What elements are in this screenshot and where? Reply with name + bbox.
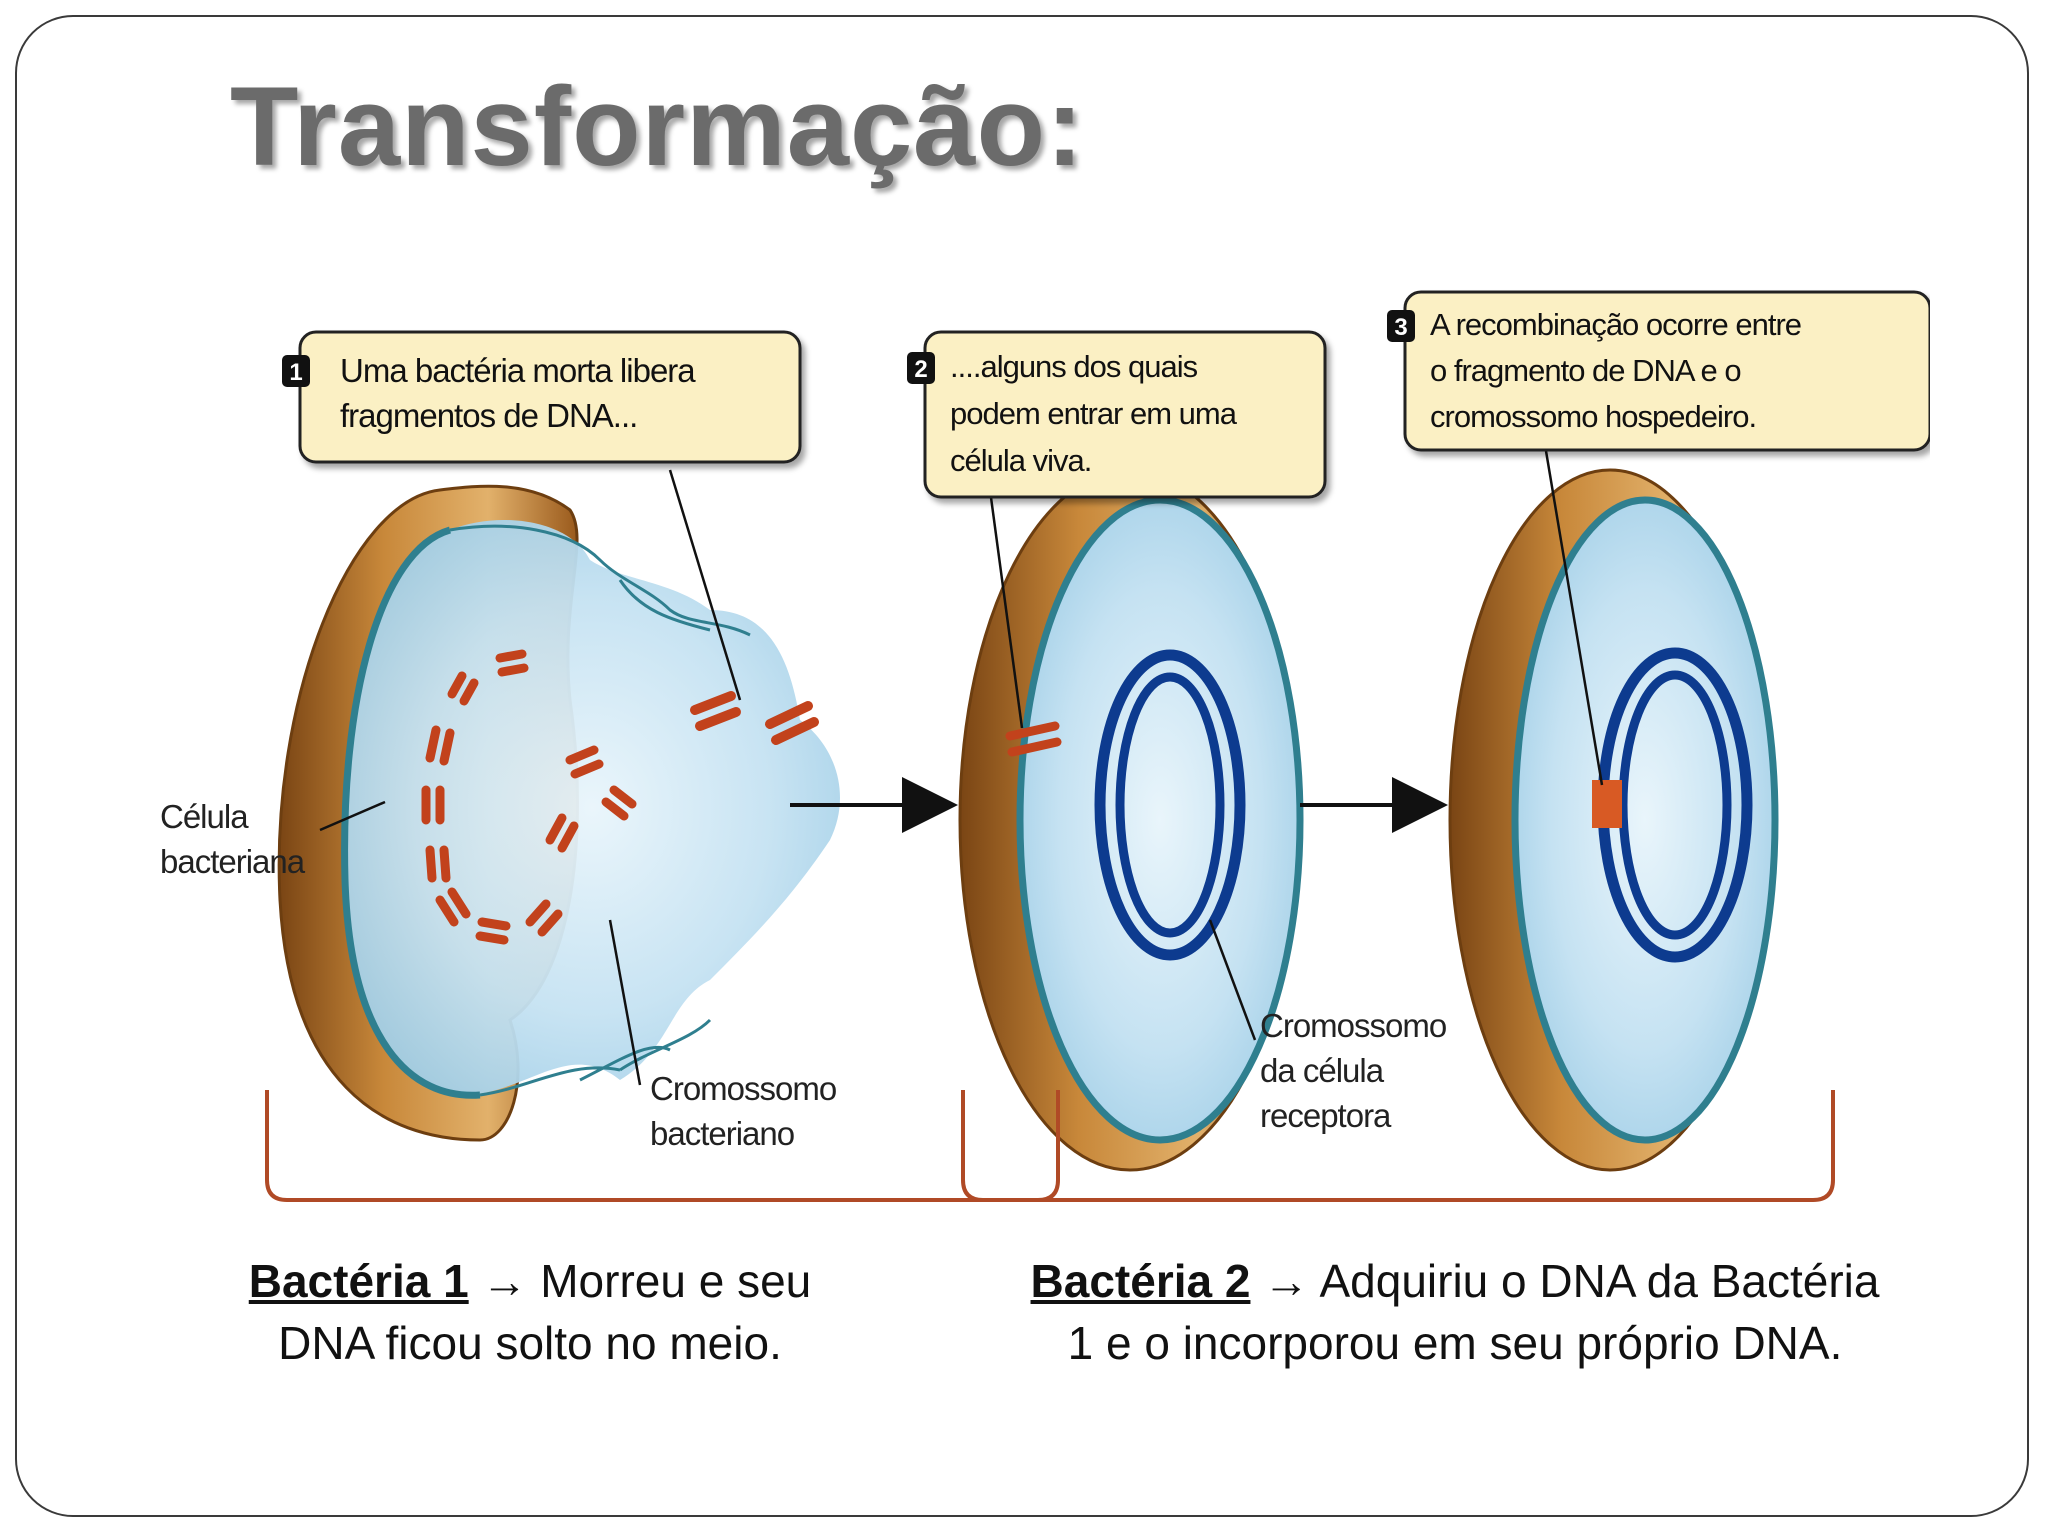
recombined-dna-segment (1592, 780, 1622, 828)
cell3-cytoplasm (1511, 496, 1779, 1144)
living-bacterium-cell (958, 468, 1304, 1172)
callout-2-line-1: ....alguns dos quais (950, 349, 1198, 384)
caption-2-name: Bactéria 2 (1030, 1255, 1251, 1307)
host-chromosome-inner (1618, 670, 1732, 940)
bracket-bacteria-2 (961, 1090, 1835, 1202)
svg-text:Uma bactéria morta libera: Uma bactéria morta libera fragmentos de … (340, 352, 703, 434)
callout-1-line-1: Uma bactéria morta libera (340, 352, 696, 389)
cell1-torn-membrane-bottom (479, 1018, 712, 1097)
cell1-torn-membrane-top (449, 524, 751, 637)
transformation-diagram: 1 Uma bactéria morta libera fragmentos d… (160, 290, 1930, 1202)
callout-3-line-2: o fragmento de DNA e o (1430, 353, 1741, 388)
cell1-membrane (341, 526, 481, 1099)
step-2-number: 2 (914, 356, 927, 383)
recipient-chromosome-outer (1094, 649, 1246, 961)
label-bacterial-cell: Célula bacteriana (160, 798, 306, 880)
caption-2-arrow: → (1263, 1255, 1310, 1307)
svg-text:....alguns dos quais pod: ....alguns dos quais podem entrar em uma… (950, 349, 1244, 478)
step-2-number-badge (907, 352, 935, 384)
leader-callout-3 (1543, 444, 1604, 786)
step-3-number-badge (1387, 310, 1415, 342)
callout-3-line-1: A recombinação ocorre entre (1430, 307, 1801, 342)
svg-text:A recombinação ocorre entre: A recombinação ocorre entre o fragmento … (1430, 307, 1809, 434)
caption-bacteria-2: Bactéria 2 → Adquiriu o DNA da Bactéria … (925, 1250, 1985, 1374)
recipient-chromosome-inner (1115, 672, 1225, 938)
caption-1-arrow: → (481, 1255, 528, 1307)
callout-3-line-3: cromossomo hospedeiro. (1430, 399, 1756, 434)
recombined-bacterium-cell (1448, 468, 1779, 1172)
callout-step-1: 1 Uma bactéria morta libera fragmentos d… (282, 330, 802, 464)
cell1-cytoplasm (344, 520, 840, 1096)
caption-bacteria-1: Bactéria 1 → Morreu e seu DNA ficou solt… (190, 1250, 870, 1374)
callout-step-2: 2 ....alguns dos quais podem entrar em u… (907, 330, 1327, 499)
leader-recipient-chromosome (1208, 919, 1257, 1041)
leader-cell-label (319, 800, 386, 832)
bracket-bacteria-1 (265, 1090, 1060, 1202)
caption-2-line-1: Adquiriu o DNA da Bactéria (1319, 1255, 1880, 1307)
callout-step-3: 3 A recombinação ocorre entre o fragment… (1387, 290, 1930, 452)
leader-callout-1 (668, 469, 742, 701)
leader-callout-2 (988, 489, 1024, 729)
dead-bacterium-cell (277, 484, 840, 1142)
slide-title: Transformação: (230, 64, 1085, 189)
callout-2-line-3: célula viva. (950, 443, 1091, 478)
leader-bacterial-chromosome (608, 919, 642, 1086)
caption-1-line-2: DNA ficou solto no meio. (278, 1317, 782, 1369)
label-bacterial-chromosome: Cromossomo bacteriano (650, 1070, 844, 1152)
step-1-number-badge (282, 355, 310, 387)
bacterial-chromosome-fragments (421, 649, 637, 945)
caption-1-name: Bactéria 1 (248, 1255, 469, 1307)
released-dna-fragments (690, 691, 819, 745)
callout-1-line-2: fragmentos de DNA... (340, 397, 637, 434)
caption-1-line-1: Morreu e seu (540, 1255, 812, 1307)
caption-2-line-2: 1 e o incorporou em seu próprio DNA. (1067, 1317, 1843, 1369)
step-3-number: 3 (1394, 314, 1407, 341)
step-1-number: 1 (289, 359, 302, 386)
callout-2-line-2: podem entrar em uma (950, 396, 1238, 431)
label-recipient-chromosome: Cromossomo da célula receptora (1260, 1007, 1454, 1134)
cell2-cytoplasm (1016, 496, 1304, 1144)
entering-dna-fragment (1005, 721, 1062, 757)
